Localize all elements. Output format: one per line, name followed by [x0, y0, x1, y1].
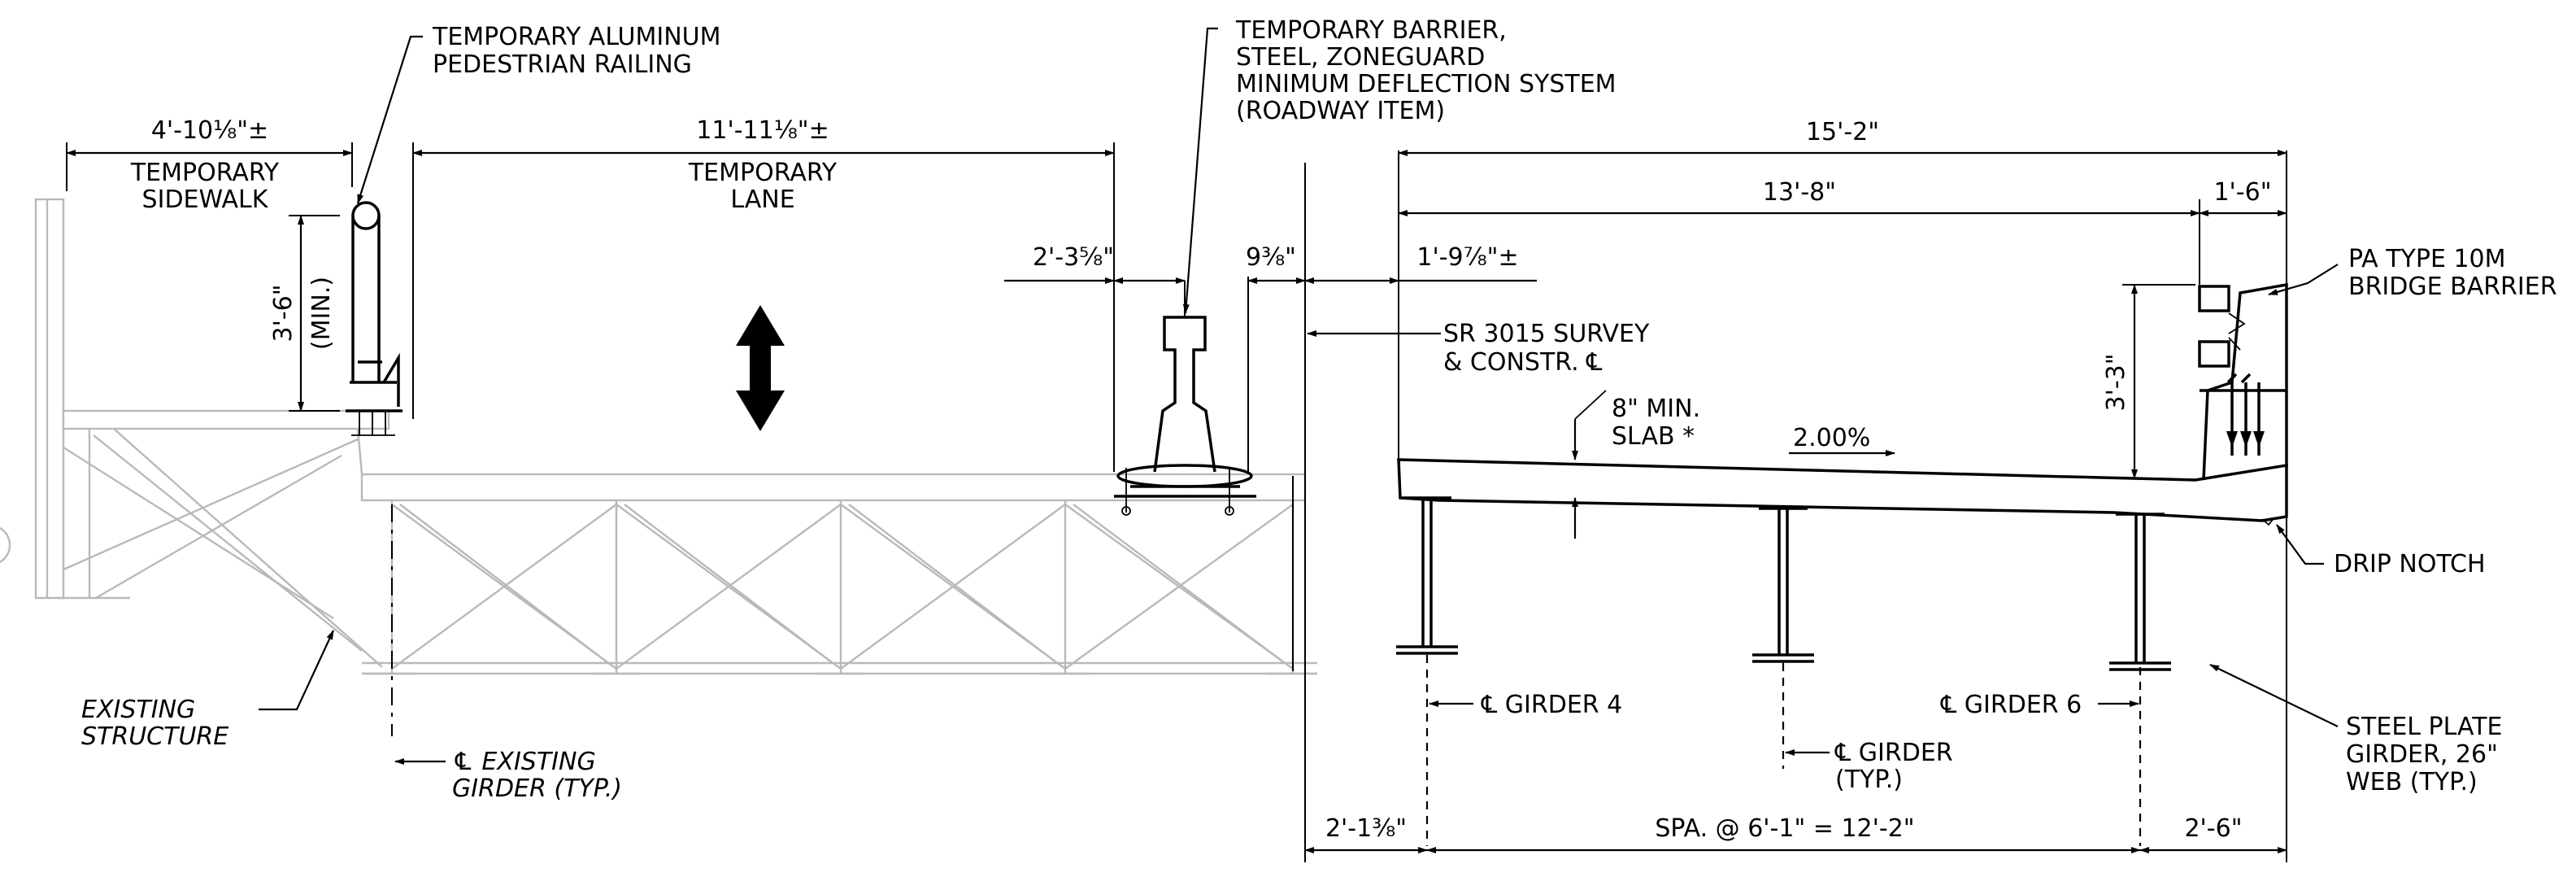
sidewalk-width-dim: 4'-10⅛"±: [151, 116, 268, 145]
steel-plate-girders: [1396, 496, 2171, 671]
overhang-left-dim: 2'-1⅜": [1325, 814, 1407, 843]
truss-diagonal: [616, 504, 842, 670]
truss-diagonal: [391, 504, 617, 670]
railing-callout-line-2: PEDESTRIAN RAILING: [433, 50, 692, 79]
girder-flanges: [1396, 496, 1458, 655]
lane-label-1: TEMPORARY: [688, 159, 838, 187]
barrier-width-dim: 1'-6": [2213, 178, 2271, 207]
barrier-callout-line-1: TEMPORARY BARRIER,: [1235, 16, 1507, 45]
barrier-callout-line-3: MINIMUM DEFLECTION SYSTEM: [1236, 70, 1617, 98]
girder-web: [2134, 514, 2146, 663]
lane-label-2: LANE: [730, 185, 794, 214]
dimension-lines: [66, 142, 2287, 853]
survey-label-2: & CONSTR. ℄: [1443, 348, 1602, 377]
steel-plate-label-3: WEB (TYP.): [2346, 768, 2478, 796]
railing-height-min: (MIN.): [307, 277, 336, 350]
annotation-text: TEMPORARY ALUMINUM PEDESTRIAN RAILING TE…: [81, 16, 2557, 843]
traffic-direction-arrow: [736, 305, 785, 431]
slab-label-2: SLAB *: [1612, 422, 1695, 451]
barrier-callout-line-4: (ROADWAY ITEM): [1236, 97, 1445, 125]
girder-4-label: ℄ GIRDER 4: [1481, 691, 1622, 719]
truss-diagonal: [399, 504, 609, 664]
roadway-width-dim: 13'-8": [1763, 178, 1836, 207]
barrier-callout-line-2: STEEL, ZONEGUARD: [1236, 43, 1485, 72]
existing-girder-label-2: GIRDER (TYP.): [452, 774, 622, 803]
slab-label-1: 8" MIN.: [1612, 395, 1700, 423]
barrier-height-dim: 3'-3": [2102, 353, 2130, 411]
existing-structure-label-1: EXISTING: [81, 696, 195, 724]
girder-web: [1778, 508, 1789, 655]
railing-height-dim: 3'-6": [269, 284, 298, 342]
leader-lines: [259, 27, 2339, 765]
truss-diagonal: [848, 504, 1058, 664]
girder-web: [1421, 498, 1433, 647]
truss-diagonal: [624, 504, 833, 664]
girder-typ-label-1: ℄ GIRDER: [1834, 739, 1953, 767]
girder-centerlines: [1425, 655, 2142, 846]
girder-6-label: ℄ GIRDER 6: [1940, 691, 2082, 719]
girder-typ-label-2: (TYP.): [1835, 766, 1903, 794]
temporary-barrier: [1114, 316, 1256, 516]
truss-diagonal: [1073, 504, 1286, 664]
barrier-gap-dim: 9⅜": [1246, 243, 1296, 272]
slope-label: 2.00%: [1793, 424, 1870, 452]
overhang-right-dim: 2'-6": [2184, 814, 2242, 843]
existing-structure: [0, 198, 1317, 675]
survey-label-1: SR 3015 SURVEY: [1443, 320, 1650, 348]
steel-plate-label-2: GIRDER, 26": [2346, 740, 2498, 769]
girder-flanges: [2109, 513, 2171, 671]
railing-callout-line-1: TEMPORARY ALUMINUM: [432, 23, 721, 51]
cl-offset-dim: 1'-9⅞"±: [1416, 243, 1518, 272]
drip-notch-label: DRIP NOTCH: [2334, 550, 2486, 578]
barrier-offset-dim: 2'-3⅝": [1033, 243, 1114, 272]
bridge-barrier-label-1: PA TYPE 10M: [2348, 245, 2506, 273]
sidewalk-label-2: SIDEWALK: [142, 185, 269, 214]
truss-diagonal: [840, 504, 1066, 670]
girder-flanges: [1752, 507, 1814, 663]
truss-diagonal: [1064, 504, 1294, 670]
bridge-barrier-label-2: BRIDGE BARRIER: [2348, 273, 2557, 301]
existing-girder-label-1: ℄ EXISTING: [452, 748, 596, 776]
pedestrian-railing: [346, 201, 402, 436]
girder-spacing-dim: SPA. @ 6'-1" = 12'-2": [1655, 814, 1914, 843]
deck-width-dim: 15'-2": [1806, 118, 1879, 146]
sidewalk-label-1: TEMPORARY: [130, 159, 280, 187]
existing-structure-label-2: STRUCTURE: [81, 722, 228, 751]
steel-plate-label-1: STEEL PLATE: [2346, 713, 2503, 741]
lane-width-dim: 11'-11⅛"±: [696, 116, 829, 145]
